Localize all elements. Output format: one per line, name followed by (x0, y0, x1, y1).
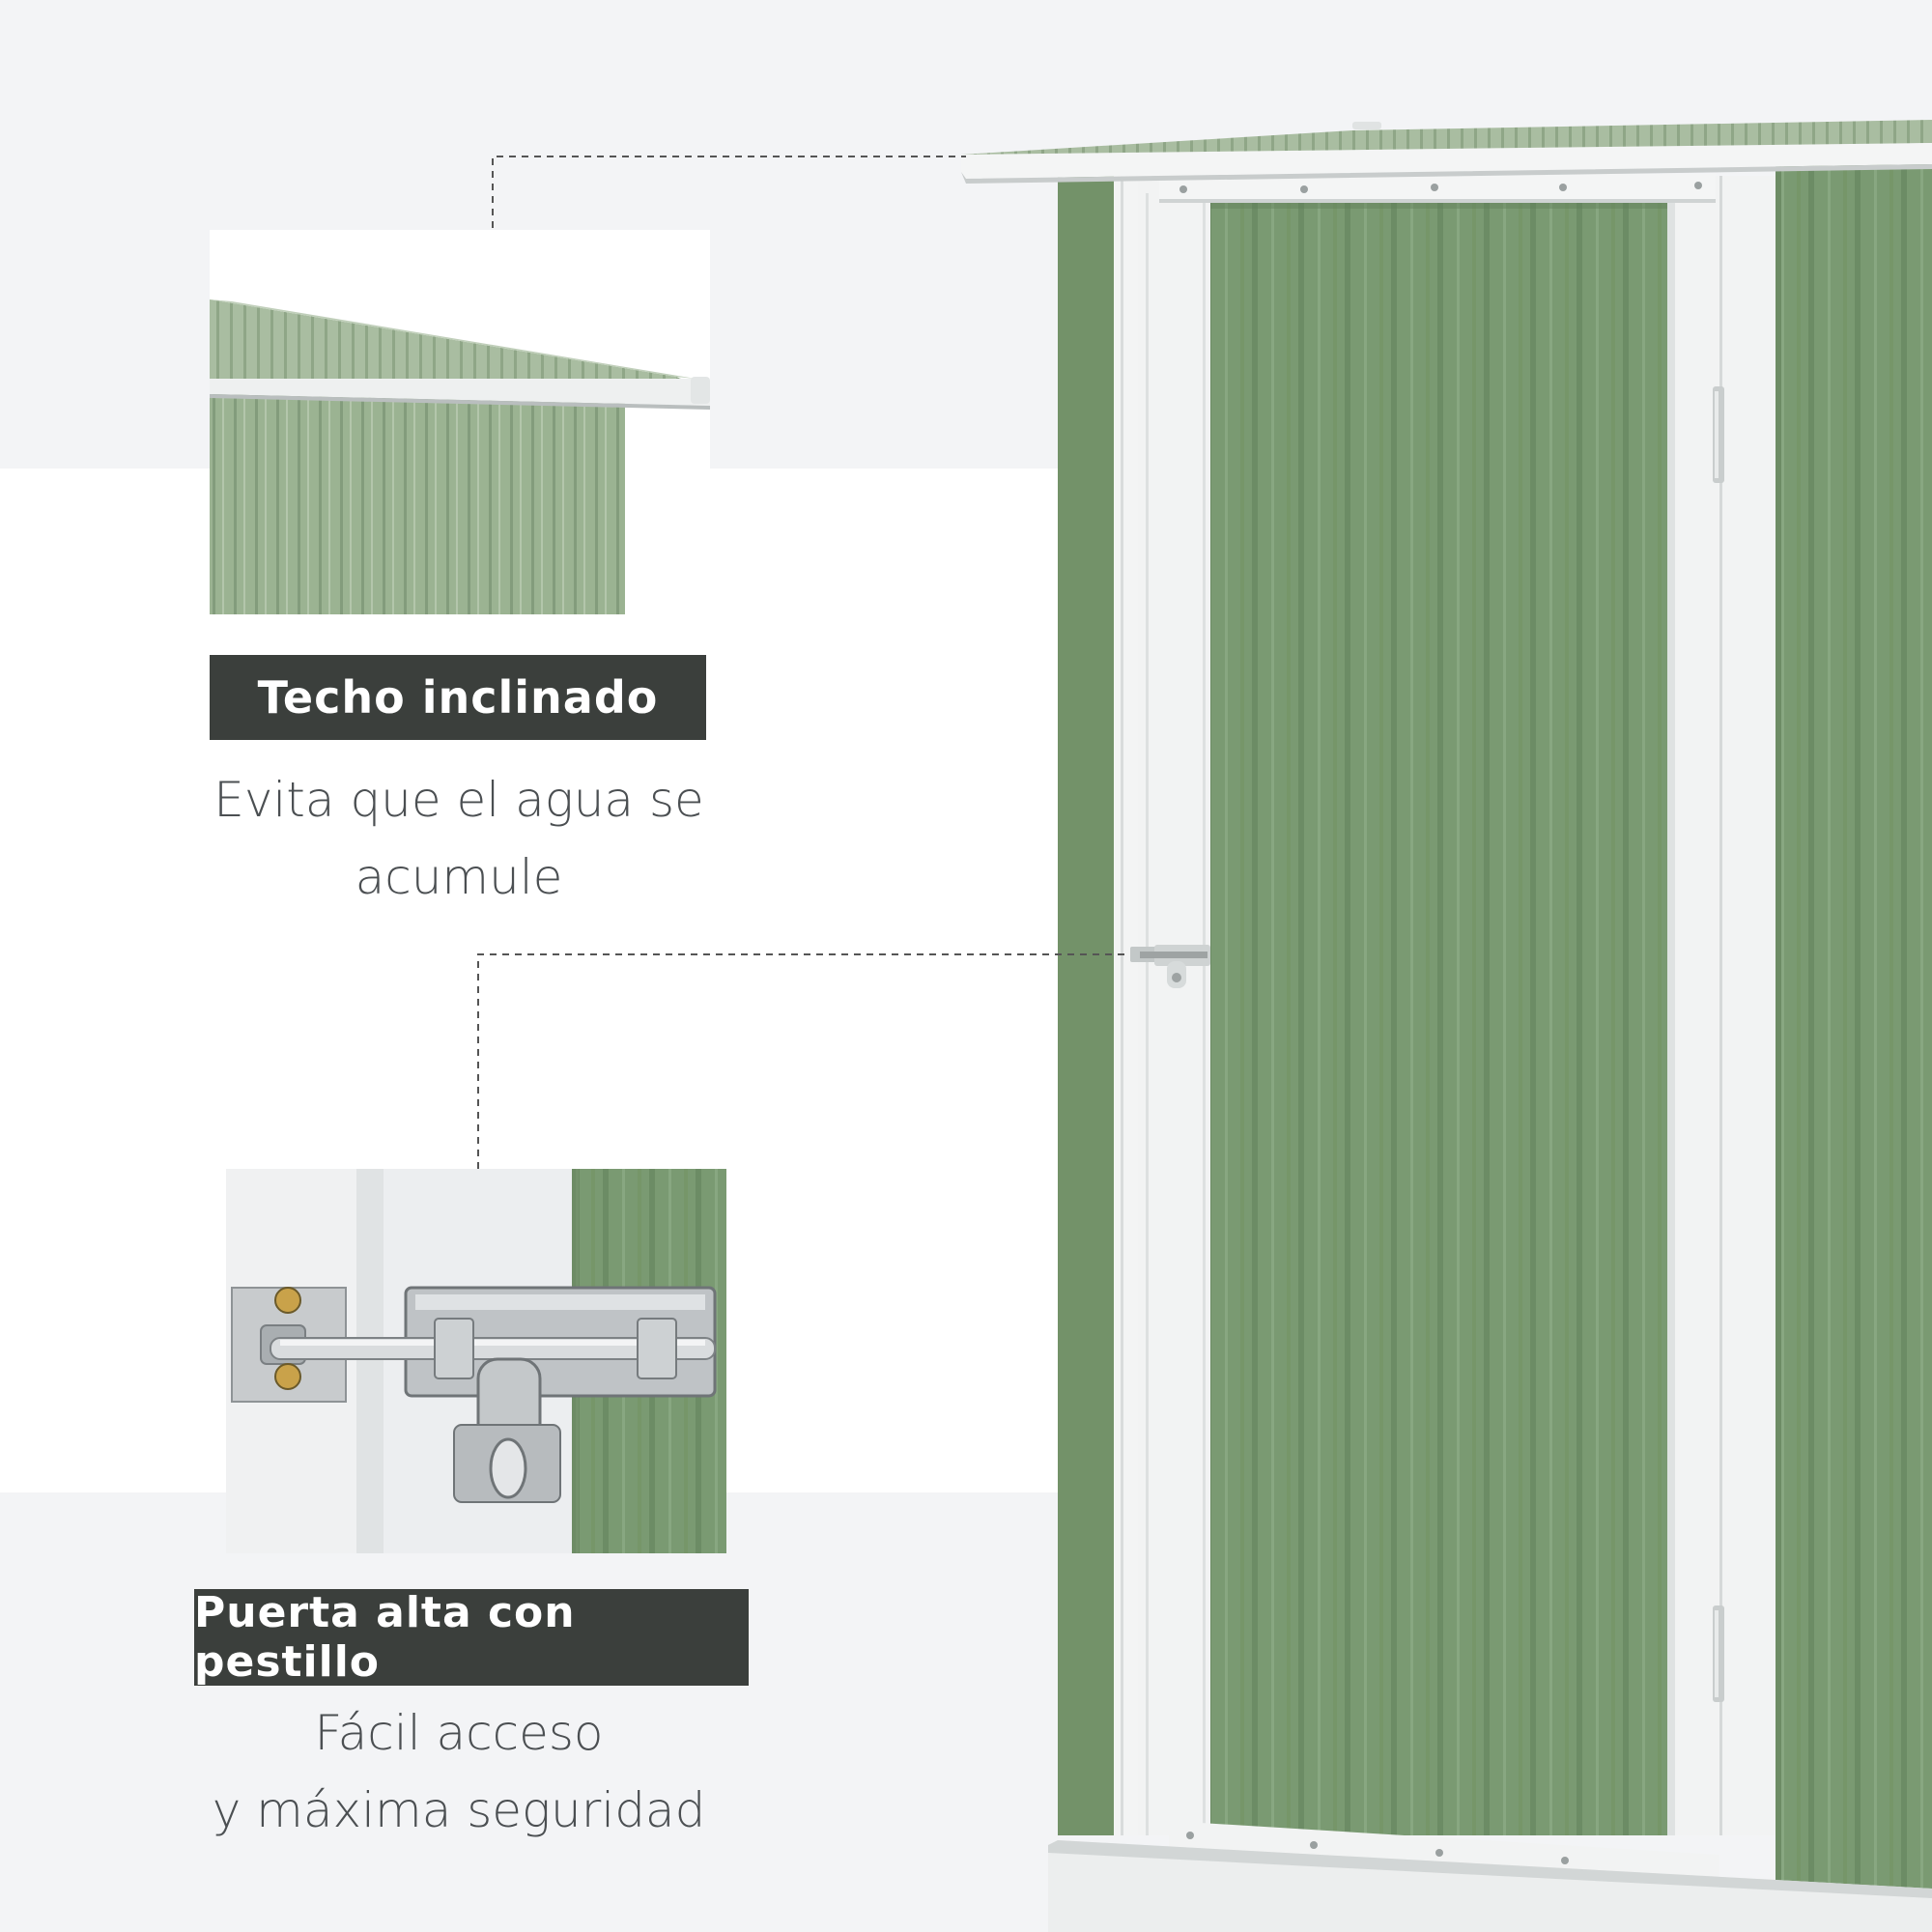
leader-lines (477, 156, 1130, 1169)
door-frame-left (1138, 176, 1210, 1835)
shed-roof (961, 120, 1932, 159)
feature-description-roof: Evita que el agua se acumule (106, 761, 811, 916)
shed-side-wall (1058, 176, 1116, 1835)
feature-description-door-line-2: y máxima seguridad (212, 1782, 706, 1838)
roof-detail-image (210, 230, 710, 614)
latch-detail-image (226, 1169, 726, 1553)
roof-leader-line (492, 156, 966, 228)
feature-title-roof: Techo inclinado (210, 655, 706, 740)
feature-title-door: Puerta alta con pestillo (194, 1588, 749, 1687)
feature-description-door: Fácil acceso y máxima seguridad (145, 1694, 773, 1849)
shed-illustration (961, 120, 1932, 1932)
door-panel (1210, 203, 1667, 1835)
shed-left-post (1114, 176, 1138, 1835)
feature-description-door-line-1: Fácil acceso (314, 1705, 604, 1761)
shed-right-wall (1776, 164, 1932, 1932)
latch-leader-line (477, 953, 1130, 1169)
feature-description-roof-line: Evita que el agua se acumule (213, 772, 704, 905)
door-latch (1130, 945, 1210, 988)
